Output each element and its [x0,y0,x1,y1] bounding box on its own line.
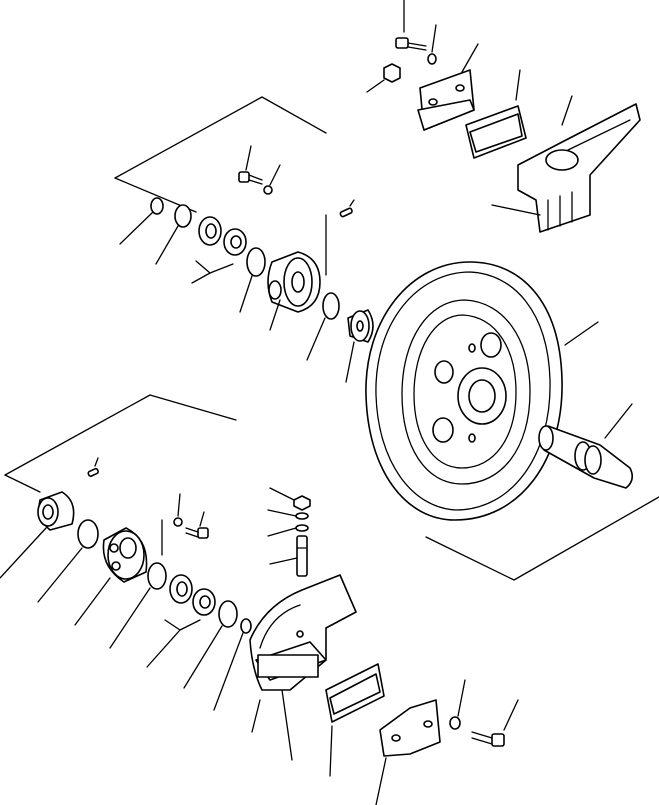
lower-oring-2 [109,562,167,649]
lower-small-oring [213,618,252,711]
lower-oring-3 [183,600,238,689]
idler-shaft [538,403,634,489]
upper-oring-1 [155,204,192,265]
upper-oring-2 [239,247,266,313]
upper-shim-plate [465,69,527,159]
top-nut [366,63,401,93]
upper-collar [345,309,374,383]
lower-mount-plate [375,699,441,805]
lower-bolt [471,699,519,747]
upper-bearing-pair [191,216,247,284]
top-washer [427,24,437,65]
upper-mount-plate [417,43,479,131]
lower-bracket-outline [4,394,237,556]
lower-bearing-pair [146,574,216,668]
upper-housing [267,251,321,331]
lower-shim-plate [325,663,385,777]
lower-pin [87,457,99,477]
upper-guard-bracket [491,95,641,233]
upper-bracket-outline [114,96,327,276]
lower-housing [74,527,148,626]
upper-small-oring [119,197,164,245]
upper-pin [339,199,355,218]
top-bolt [395,0,427,51]
upper-oring-3 [306,292,340,361]
adjuster-stack [267,487,311,577]
lower-bolt-cluster [173,493,209,539]
lower-guard-bracket [249,574,357,761]
right-bracket-outline [425,496,659,581]
lower-oring-1 [37,519,99,603]
idler-wheel [365,261,599,521]
upper-bolt-cluster [238,145,281,195]
lower-sleeve [0,491,75,579]
lower-washer [449,679,466,730]
